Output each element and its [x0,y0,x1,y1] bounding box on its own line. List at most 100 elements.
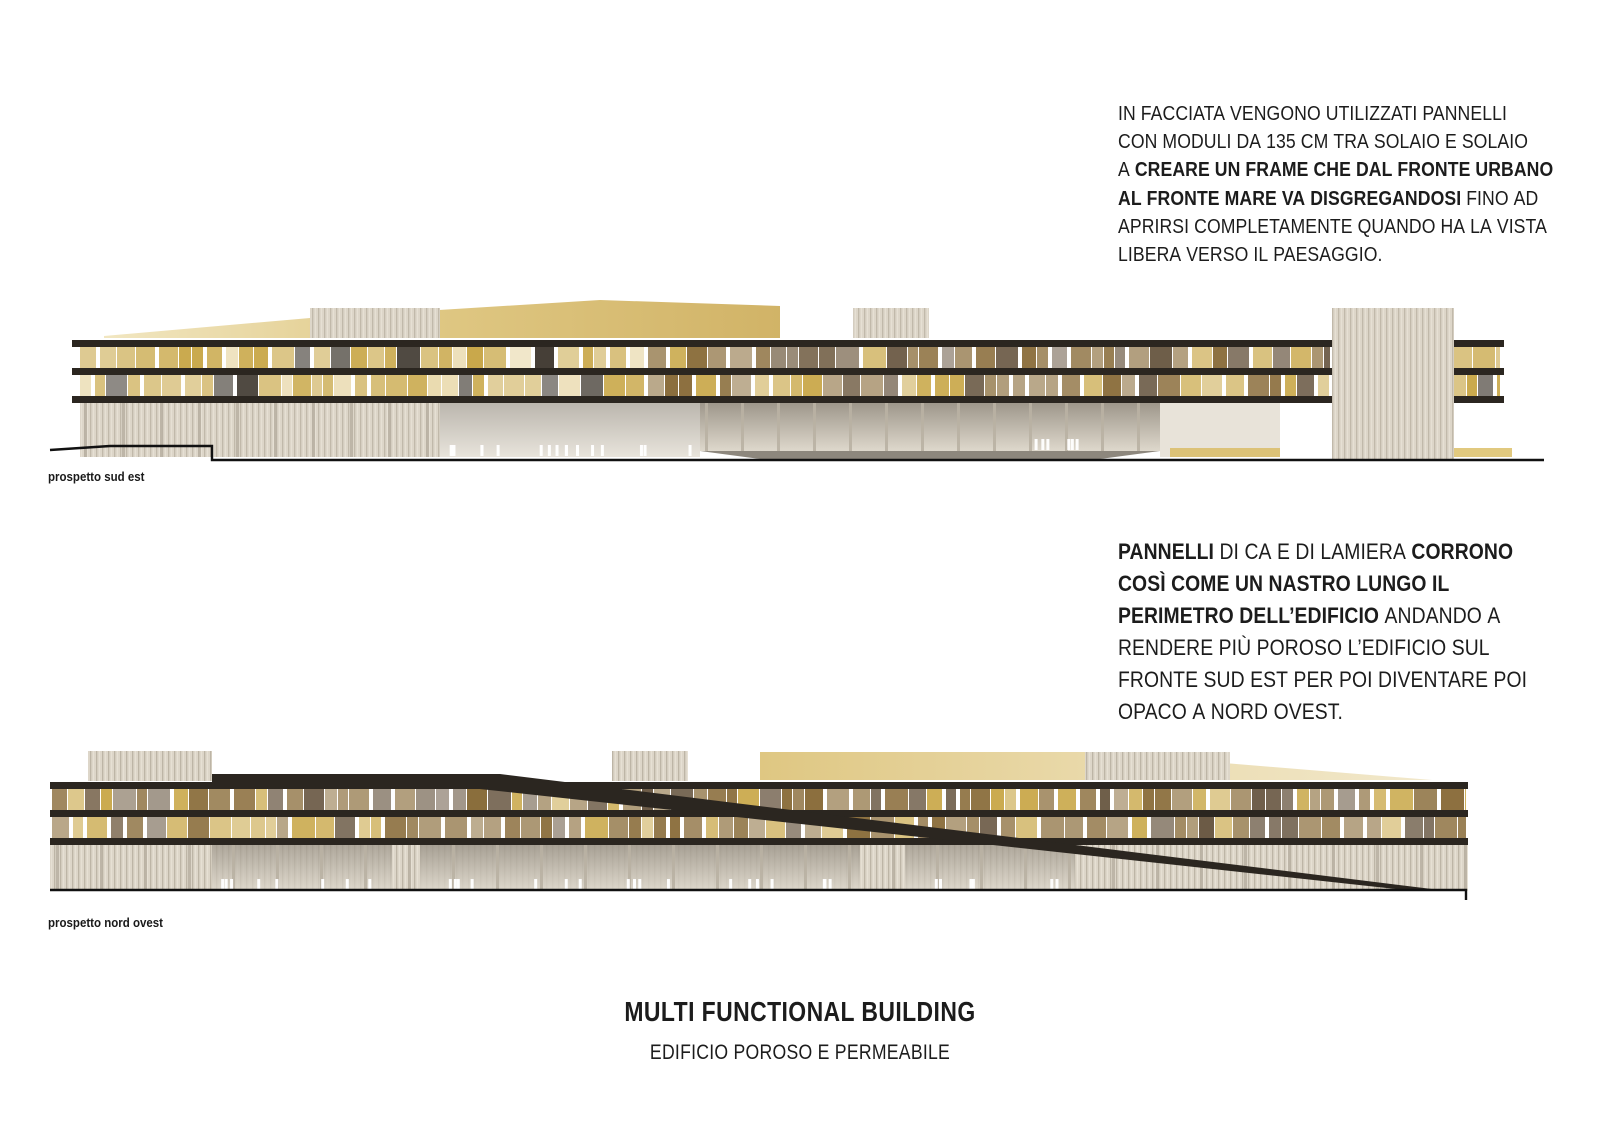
person-figure [643,445,647,456]
facade-panel [1193,789,1206,810]
facade-panel [1473,347,1495,368]
facade-panel [1285,375,1296,396]
ground-floor-colonnade [80,403,440,457]
facade-panel [147,817,166,838]
facade-panel [654,817,666,838]
column [1156,845,1159,891]
facade-panel [162,375,181,396]
column [388,403,391,457]
facade-panel [1252,789,1265,810]
facade-panel [1013,375,1025,396]
column [1137,403,1140,451]
facade-panel [1324,347,1330,368]
facade-panel [727,789,737,810]
facade-panel [192,347,203,368]
facade-panel [442,375,458,396]
facade-panel [174,789,188,810]
column [993,403,996,451]
facade-panel [942,347,954,368]
facade-panel [1181,375,1201,396]
facade-panel [1374,789,1386,810]
column [885,403,888,451]
facade-panel [1132,817,1147,838]
facade-panel [473,375,484,396]
column [1420,845,1423,891]
facade-panel [884,375,898,396]
facade-panel [368,347,384,368]
facade-panel [488,375,503,396]
ground-floor-glazing [700,403,1160,451]
column [364,845,367,891]
person-figure [453,879,457,890]
person-figure [1034,439,1038,450]
person-figure [555,445,559,456]
text-segment: LIBERA VERSO IL PAESAGGIO. [1118,243,1383,267]
facade-panel [1382,817,1401,838]
facade-panel [137,789,147,810]
stair-tower [1332,308,1454,460]
facade-panel [209,789,230,810]
facade-panel [113,789,136,810]
text-segment-bold: CREARE UN FRAME CHE DAL FRONTE URBANO [1134,158,1554,182]
facade-panel [1273,347,1290,368]
facade-panel [505,817,520,838]
column [936,845,939,891]
facade-panel [1269,817,1281,838]
facade-panel [1103,375,1121,396]
facade-panel [558,347,579,368]
person-figure [823,879,827,890]
facade-panel [436,789,449,810]
facade-panel [293,375,311,396]
facade-panel [1104,347,1114,368]
facade-panel [793,789,804,810]
facade-panel [553,817,565,838]
facade-panel [919,347,938,368]
facade-panel [1344,817,1363,838]
facade-panel [885,789,908,810]
person-figure [1067,439,1071,450]
column [56,845,59,891]
person-figure [939,879,943,890]
facade-panel [304,789,324,810]
facade-panel [237,375,258,396]
column [496,845,499,891]
facade-panel [167,817,187,838]
column [320,845,323,891]
tower-block [1085,752,1230,780]
facade-panel [323,375,333,396]
facade-panel [467,789,487,810]
person-figure [1041,439,1045,450]
column [921,403,924,451]
facade-panel [316,817,334,838]
column [198,403,201,457]
facade-panel [902,375,916,396]
facade-panel [1115,347,1125,368]
facade-panel [1046,375,1058,396]
text-segment: APRIRSI COMPLETAMENTE QUANDO HA LA VISTA [1118,214,1547,238]
facade-panel [1172,789,1192,810]
entrance-plaza [700,451,1160,459]
facade-panel [648,375,664,396]
person-figure [934,879,938,890]
text-segment-bold: CORRONO [1411,539,1514,564]
facade-panel [335,817,355,838]
person-figure [449,445,453,456]
column [160,403,163,457]
facade-panel [782,789,792,810]
facade-panel [1270,375,1281,396]
facade-panel [1129,347,1149,368]
facade-panel [985,375,996,396]
facade-panel [917,375,931,396]
facade-panel [1478,375,1493,396]
tower-block [853,308,929,338]
facade-panel [908,347,918,368]
person-figure [969,879,973,890]
facade-panel [823,375,842,396]
text-line: CON MODULI DA 135 CM TRA SOLAIO E SOLAIO [1118,128,1553,156]
facade-panel [1322,817,1340,838]
facade-panel [1465,789,1466,810]
facade-panel [314,347,330,368]
facade-panel [292,817,315,838]
facade-panel [1454,375,1466,396]
